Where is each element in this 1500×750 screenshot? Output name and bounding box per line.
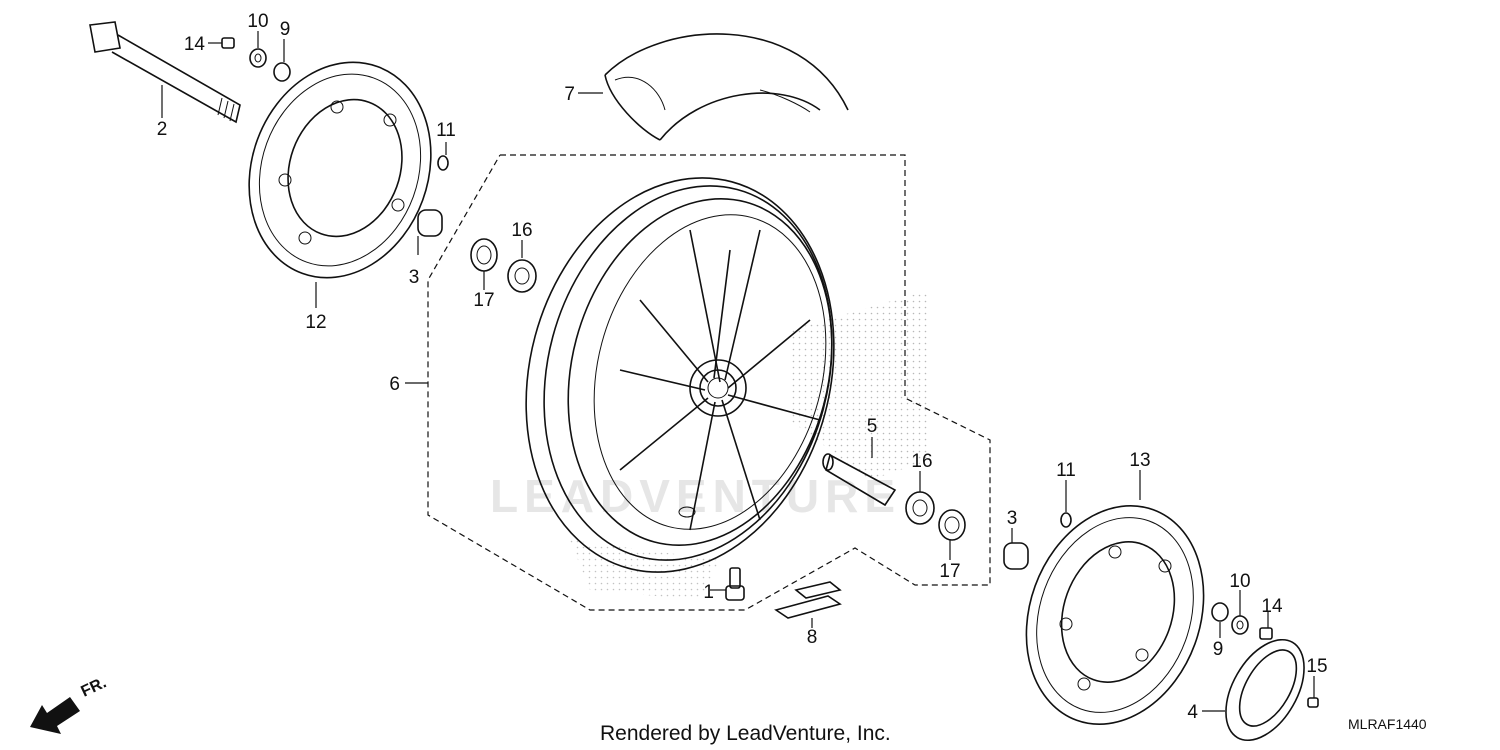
callout-17-left: 17 bbox=[473, 290, 494, 311]
callout-4: 4 bbox=[1187, 702, 1198, 723]
callout-9-right: 9 bbox=[1213, 639, 1224, 660]
bearing-part-16-right bbox=[905, 491, 935, 525]
ring-part-9-right bbox=[1211, 602, 1229, 622]
seal-part-17-right bbox=[938, 509, 966, 541]
callout-12: 12 bbox=[305, 312, 326, 333]
wheel-part-6 bbox=[525, 177, 835, 573]
spacer-part-5 bbox=[822, 453, 897, 507]
seal-part-17-left bbox=[470, 238, 498, 272]
shading-right bbox=[790, 290, 930, 480]
callout-3-left: 3 bbox=[409, 267, 420, 288]
brake-disc-part-12 bbox=[248, 61, 432, 279]
callout-3-right: 3 bbox=[1007, 508, 1018, 529]
spacer-part-11-right bbox=[1060, 512, 1072, 528]
callout-14-left: 14 bbox=[184, 34, 206, 55]
leader-lines bbox=[161, 31, 1315, 712]
callout-10-left: 10 bbox=[247, 11, 268, 32]
callout-11-right: 11 bbox=[1056, 460, 1076, 481]
tire-part-7 bbox=[604, 33, 849, 141]
collar-part-3-right bbox=[1003, 542, 1029, 570]
callout-7: 7 bbox=[564, 84, 575, 105]
ring-part-9-left bbox=[273, 62, 291, 82]
washer-part-10-left bbox=[249, 48, 267, 68]
callout-2: 2 bbox=[157, 119, 168, 140]
pulser-ring-part-4 bbox=[1225, 638, 1305, 742]
front-direction-label: FR. bbox=[79, 674, 110, 700]
callout-16-left: 16 bbox=[511, 220, 532, 241]
callout-9-left: 9 bbox=[280, 19, 291, 40]
balance-weight-part-8 bbox=[774, 581, 842, 619]
diagram-code: MLRAF1440 bbox=[1348, 716, 1427, 732]
callout-17-right: 17 bbox=[939, 561, 960, 582]
bolt-part-14-left bbox=[221, 37, 235, 49]
callout-6: 6 bbox=[389, 374, 400, 395]
brake-disc-part-13 bbox=[1025, 505, 1205, 725]
callout-16-right: 16 bbox=[911, 451, 932, 472]
callout-1: 1 bbox=[703, 582, 714, 603]
callout-8: 8 bbox=[807, 627, 818, 648]
collar-part-3-left bbox=[417, 209, 443, 237]
front-direction-indicator: FR. bbox=[30, 674, 109, 734]
wheel-assembly-outline bbox=[427, 154, 991, 611]
spacer-part-11-left bbox=[437, 155, 449, 171]
callout-15: 15 bbox=[1306, 656, 1327, 677]
credit-text: Rendered by LeadVenture, Inc. bbox=[600, 722, 891, 745]
screw-part-15 bbox=[1307, 697, 1319, 708]
callout-13: 13 bbox=[1129, 450, 1150, 471]
bearing-part-16-left bbox=[507, 259, 537, 293]
front-arrow-icon bbox=[30, 697, 80, 734]
washer-part-10-right bbox=[1231, 615, 1249, 635]
callout-10-right: 10 bbox=[1229, 571, 1250, 592]
callout-labels: 1 2 3 3 4 5 6 7 8 9 9 10 10 11 11 12 13 … bbox=[157, 11, 1328, 723]
axle-part-2 bbox=[89, 21, 241, 124]
valve-part-1 bbox=[725, 567, 745, 601]
callout-11-left: 11 bbox=[436, 120, 456, 141]
bolt-part-14-right bbox=[1259, 627, 1273, 640]
shading-bottom bbox=[570, 540, 720, 600]
callout-14-right: 14 bbox=[1261, 596, 1283, 617]
callout-5: 5 bbox=[867, 416, 878, 437]
